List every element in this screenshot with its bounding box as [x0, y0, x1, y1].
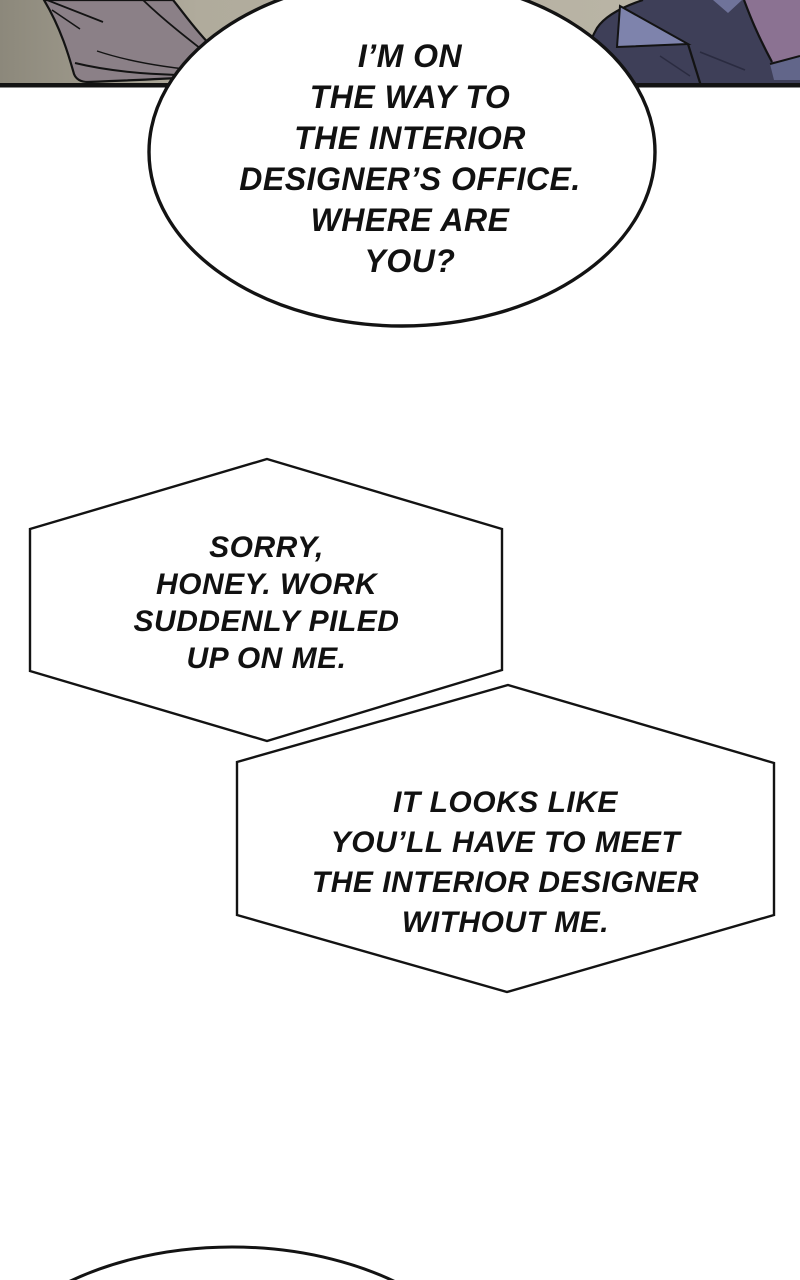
accent-line — [769, 55, 800, 65]
phone-bubble-2-shape — [235, 683, 776, 994]
lapel-line — [686, 43, 703, 87]
mauve-shoulder — [744, 0, 800, 62]
right-character-clothing — [576, 0, 800, 87]
collar-shape — [615, 4, 692, 49]
phone-bubble-2-text: IT LOOKS LIKE YOU’LL HAVE TO MEET THE IN… — [311, 786, 700, 939]
speech-bubble-shape — [147, 0, 657, 328]
speech-bubble-text: I’M ON THE WAY TO THE INTERIOR DESIGNER’… — [239, 38, 581, 279]
fold-line — [699, 51, 746, 71]
mauve-outline — [742, 0, 773, 63]
phone-bubble-1-text: SORRY, HONEY. WORK SUDDENLY PILED UP ON … — [133, 531, 400, 675]
shirt-patch — [713, 0, 742, 13]
phone-bubble-1-shape — [28, 457, 504, 743]
fold-line — [51, 9, 81, 30]
partial-bubble-shape — [69, 1245, 395, 1280]
fold-line — [46, 0, 104, 23]
fold-line — [659, 55, 691, 77]
